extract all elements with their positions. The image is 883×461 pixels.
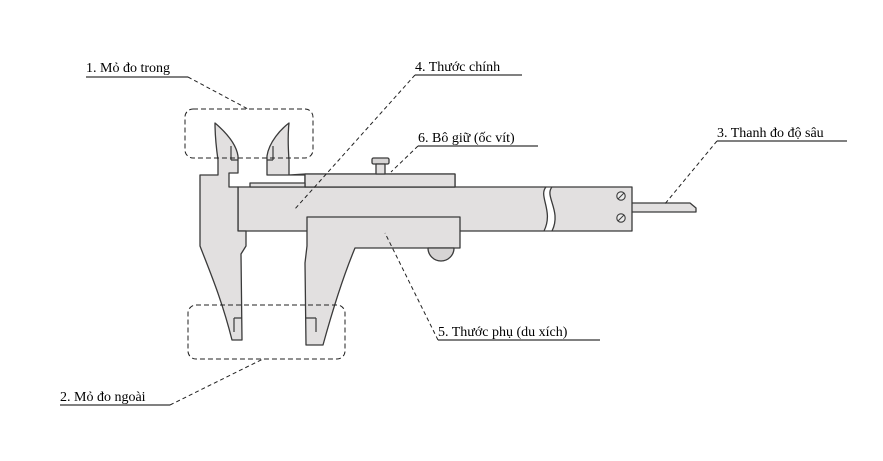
inner-jaws-highlight-box [184, 108, 314, 159]
vernier-slider [304, 216, 461, 346]
label-lock-screw: 6. Bô giữ (ốc vít) [418, 131, 515, 146]
label-main-scale: 4. Thước chính [415, 60, 500, 75]
part-labels: 1. Mỏ đo trong 2. Mỏ đo ngoài 3. Thanh đ… [60, 60, 847, 406]
vernier-upper [249, 122, 456, 188]
label-vernier-scale: 5. Thước phụ (du xích) [438, 325, 568, 340]
caliper-illustration [199, 122, 697, 346]
lock-screw [371, 157, 390, 175]
outer-jaws-highlight-box [187, 304, 346, 360]
label-outer-jaws: 2. Mỏ đo ngoài [60, 390, 146, 405]
depth-rod [629, 202, 697, 213]
label-depth-rod: 3. Thanh đo độ sâu [717, 126, 824, 141]
fixed-jaw [199, 122, 247, 341]
end-cap-screw-icon [616, 191, 626, 223]
label-inner-jaws: 1. Mỏ đo trong [86, 61, 170, 76]
leader-lines [169, 74, 718, 406]
